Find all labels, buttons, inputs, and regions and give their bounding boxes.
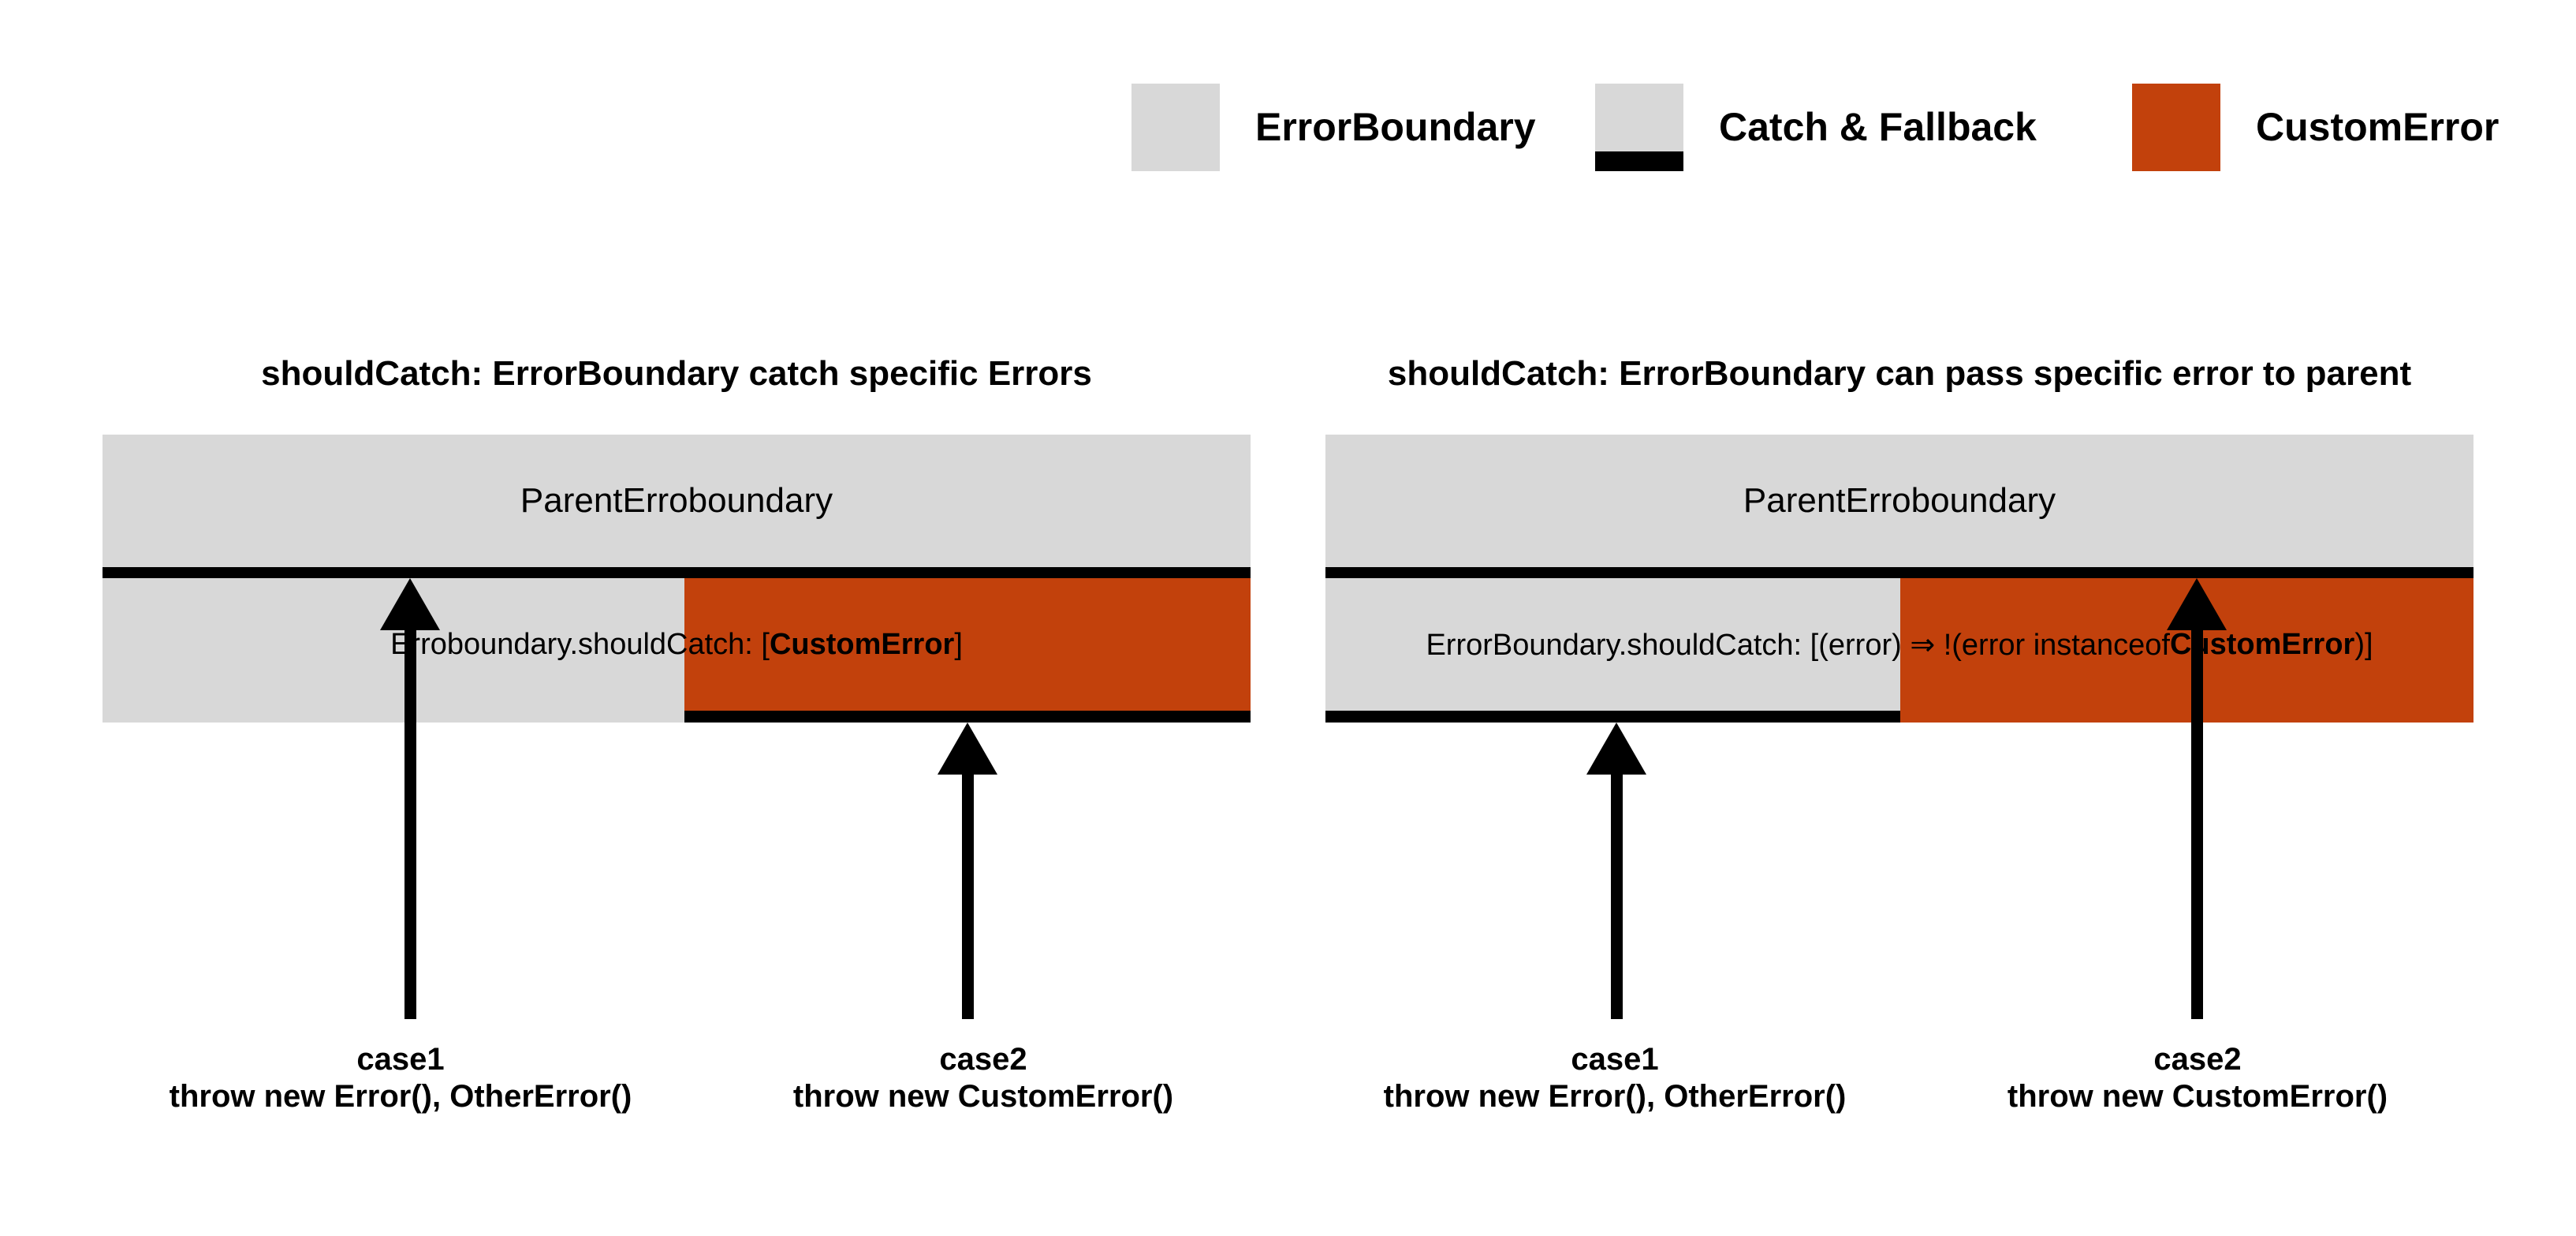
case-name: case2 bbox=[2153, 1042, 2242, 1077]
right-case2-label: case2 throw new CustomError() bbox=[1898, 1041, 2497, 1115]
arrow-shaft bbox=[404, 630, 416, 1019]
left-case2-label: case2 throw new CustomError() bbox=[684, 1041, 1283, 1115]
child-errorboundary-label: ErrorBoundary.shouldCatch: [(error) ⇒ !(… bbox=[1325, 578, 2473, 711]
child-errorboundary-box: ErrorBoundary.shouldCatch: [(error) ⇒ !(… bbox=[1325, 578, 2473, 723]
child-errorboundary-label: Erroboundary.shouldCatch: [CustomError] bbox=[103, 578, 1251, 711]
should-catch-bold: CustomError bbox=[769, 627, 955, 661]
catch-fallback-swatch-icon bbox=[1595, 84, 1683, 171]
legend-label-customerror: CustomError bbox=[2256, 105, 2500, 149]
arrow-shaft bbox=[1610, 775, 1623, 1019]
parent-catch-fallback-bar bbox=[103, 567, 1251, 578]
should-catch-prefix: ErrorBoundary.shouldCatch: [(error) ⇒ !(… bbox=[1426, 628, 2170, 662]
right-case1-arrow-icon bbox=[1586, 723, 1646, 1019]
case-name: case1 bbox=[356, 1042, 445, 1077]
legend-item-catch-fallback: Catch & Fallback bbox=[1595, 84, 2037, 171]
right-case1-label: case1 throw new Error(), OtherError() bbox=[1315, 1041, 1914, 1115]
child-catch-fallback-bar bbox=[684, 711, 1251, 723]
left-case1-arrow-icon bbox=[380, 578, 440, 1019]
parent-errorboundary-box: ParentErroboundary bbox=[103, 435, 1251, 567]
case-name: case1 bbox=[1571, 1042, 1659, 1077]
should-catch-suffix: )] bbox=[2354, 627, 2373, 661]
parent-errorboundary-label: ParentErroboundary bbox=[520, 481, 833, 520]
child-errorboundary-box: Erroboundary.shouldCatch: [CustomError] bbox=[103, 578, 1251, 723]
case-code: throw new Error(), OtherError() bbox=[169, 1079, 632, 1114]
diagram-right-box: ParentErroboundary ErrorBoundary.shouldC… bbox=[1325, 435, 2473, 723]
customerror-swatch-icon bbox=[2132, 84, 2220, 171]
case-code: throw new Error(), OtherError() bbox=[1383, 1079, 1847, 1114]
arrow-head-icon bbox=[1586, 723, 1646, 775]
left-case2-arrow-icon bbox=[938, 723, 997, 1019]
right-case2-arrow-icon bbox=[2167, 578, 2227, 1019]
left-case1-label: case1 throw new Error(), OtherError() bbox=[101, 1041, 700, 1115]
case-name: case2 bbox=[939, 1042, 1027, 1077]
diagram-right-title: shouldCatch: ErrorBoundary can pass spec… bbox=[1387, 354, 2412, 393]
arrow-head-icon bbox=[2167, 578, 2227, 630]
child-catch-fallback-bar bbox=[1325, 711, 1900, 723]
diagram-left-box: ParentErroboundary Erroboundary.shouldCa… bbox=[103, 435, 1251, 723]
legend-label-catch-fallback: Catch & Fallback bbox=[1719, 105, 2037, 149]
arrow-head-icon bbox=[938, 723, 997, 775]
parent-errorboundary-label: ParentErroboundary bbox=[1743, 481, 2056, 520]
legend-item-errorboundary: ErrorBoundary bbox=[1131, 84, 1536, 171]
legend-item-customerror: CustomError bbox=[2132, 84, 2499, 171]
legend-label-errorboundary: ErrorBoundary bbox=[1255, 105, 1536, 149]
should-catch-prefix: Erroboundary.shouldCatch: [ bbox=[390, 627, 770, 661]
parent-errorboundary-box: ParentErroboundary bbox=[1325, 435, 2473, 567]
arrow-head-icon bbox=[380, 578, 440, 630]
case-code: throw new CustomError() bbox=[2007, 1079, 2388, 1114]
should-catch-suffix: ] bbox=[954, 627, 963, 661]
arrow-shaft bbox=[961, 775, 974, 1019]
case-code: throw new CustomError() bbox=[792, 1079, 1174, 1114]
arrow-shaft bbox=[2190, 630, 2203, 1019]
diagram-left-title: shouldCatch: ErrorBoundary catch specifi… bbox=[261, 354, 1092, 393]
errorboundary-swatch-icon bbox=[1131, 84, 1220, 171]
parent-catch-fallback-bar bbox=[1325, 567, 2473, 578]
custom-error-region bbox=[684, 578, 1251, 711]
catch-fallback-underline bbox=[1595, 151, 1683, 171]
